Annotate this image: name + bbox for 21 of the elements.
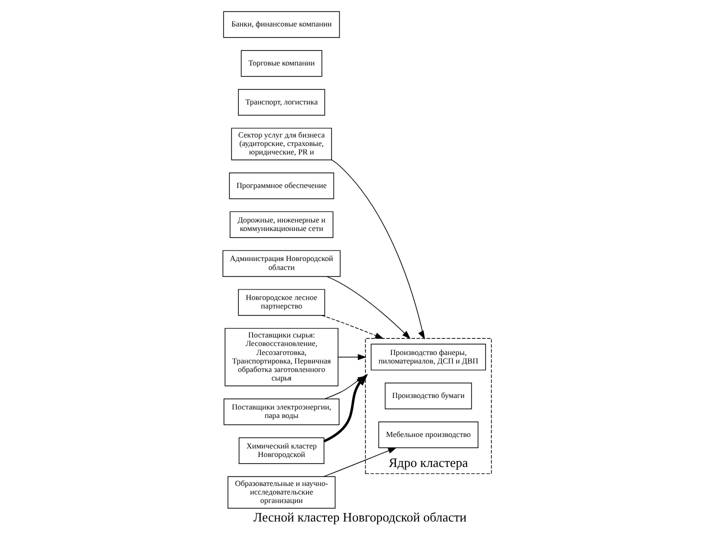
node-box: Поставщики сырья: Лесовосстановление, Лесозаготовка, Транспортировка, Первичная обработка заготовленного сырья <box>224 328 338 386</box>
node-box: Производство фанеры, пиломатериалов, ДСП и ДВП <box>370 344 486 370</box>
node-box: Мебельное производство <box>378 422 478 448</box>
node-box: Химический кластер Новгородской <box>238 437 324 464</box>
node-box: Банки, финансовые компании <box>223 11 340 38</box>
arrow <box>331 159 426 340</box>
node-box: Дорожные, инженерные и коммуникационные сети <box>230 211 334 238</box>
node-box: Администрация Новгородской области <box>222 250 341 277</box>
arrow <box>338 354 366 360</box>
arrow <box>323 447 397 477</box>
node-box: Транспорт, логистика <box>238 88 326 116</box>
node-box: Торговые компании <box>240 50 322 77</box>
node-box: Новгородское лесное партнерство <box>238 289 326 316</box>
arrow <box>326 276 411 340</box>
node-box: Программное обеспечение <box>229 172 334 200</box>
node-box: Сектор услуг для бизнеса (аудиторские, страховые, юридические, PR и <box>231 128 332 160</box>
node-box: Производство бумаги <box>384 382 472 410</box>
node-box: Поставщики электроэнергии, пара воды <box>224 398 340 426</box>
arrow <box>322 315 384 339</box>
node-box: Образовательные и научно-исследовательские организации <box>228 476 336 509</box>
diagram-title: Лесной кластер Новгородской области <box>253 509 467 524</box>
